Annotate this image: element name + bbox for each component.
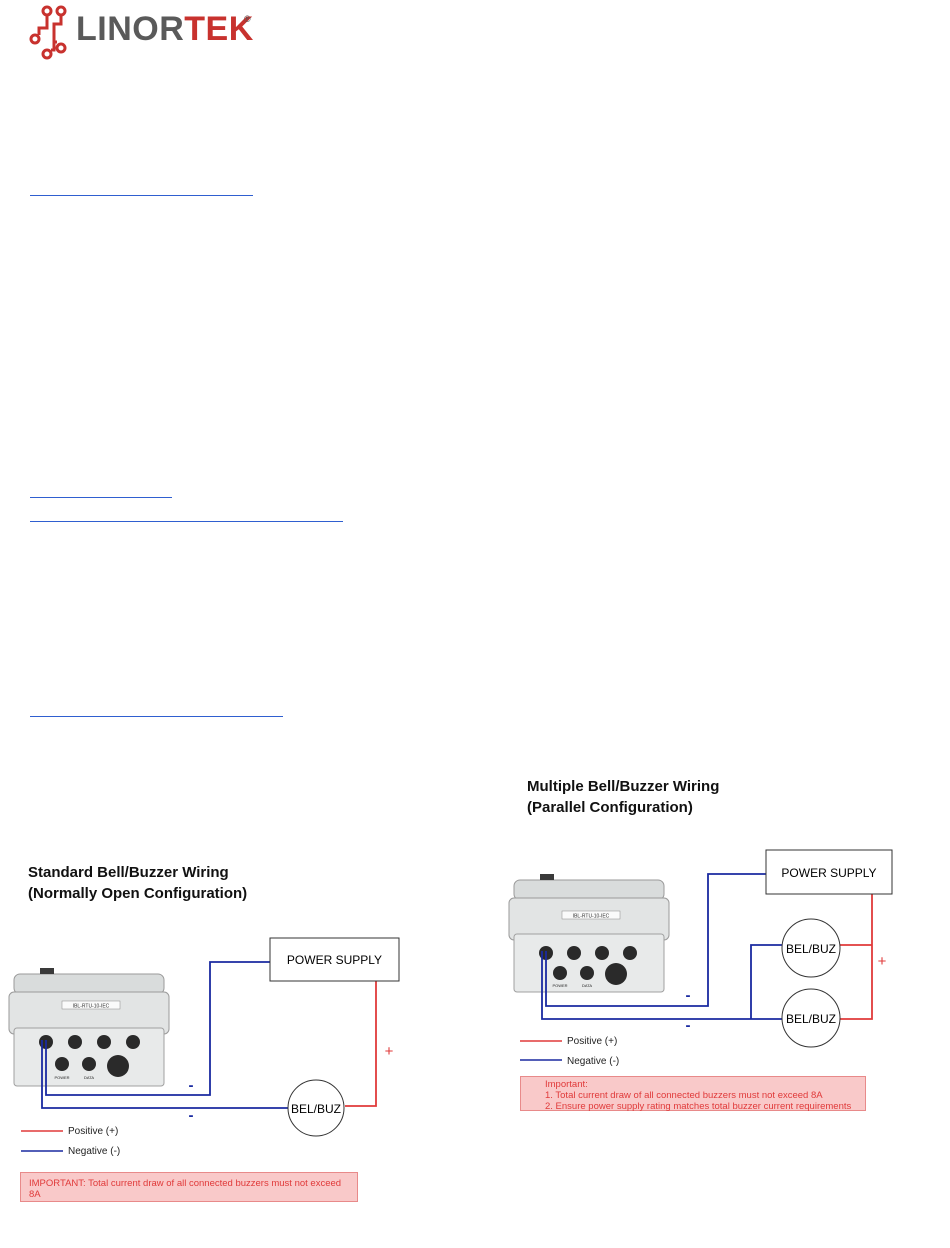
bell-buzzer-label: BEL/BUZ bbox=[291, 1102, 341, 1116]
bell-buzzer-circle-1 bbox=[781, 918, 841, 978]
parallel-wiring-diagram: IBL-RTU-10-IEC POWER DATA POWER SUPPLY B… bbox=[508, 849, 893, 1067]
hyperlink-1[interactable] bbox=[30, 195, 253, 196]
plus-sign-2: + bbox=[878, 953, 887, 970]
plus-sign: + bbox=[385, 1043, 394, 1060]
power-supply-box-2 bbox=[765, 849, 893, 895]
positive-wire bbox=[345, 980, 377, 1107]
power-supply-box bbox=[269, 937, 400, 982]
bell-buzzer-circle bbox=[287, 1079, 345, 1137]
standard-important-note: IMPORTANT: Total current draw of all con… bbox=[20, 1172, 358, 1202]
controller-enclosure: IBL-RTU-10-IEC POWER DATA bbox=[8, 968, 170, 1087]
standard-wiring-diagram: IBL-RTU-10-IEC POWER DATA POWER SUPPLY B… bbox=[8, 937, 400, 1157]
svg-text:DATA: DATA bbox=[84, 1075, 94, 1080]
negative-wire-bell-1 bbox=[750, 944, 782, 1019]
svg-text:POWER: POWER bbox=[552, 983, 567, 988]
logo-circuit-icon bbox=[29, 5, 67, 60]
registered-mark: ® bbox=[244, 14, 251, 24]
negative-wire-power-2 bbox=[545, 873, 766, 1007]
svg-text:DATA: DATA bbox=[582, 983, 592, 988]
logo-wordmark: LINORTEK bbox=[76, 10, 254, 48]
bell-buzzer-label-2: BEL/BUZ bbox=[786, 1012, 836, 1026]
svg-text:IBL-RTU-10-IEC: IBL-RTU-10-IEC bbox=[573, 914, 610, 920]
negative-wire-bells bbox=[541, 951, 782, 1020]
hyperlink-4[interactable] bbox=[30, 716, 283, 717]
svg-text:POWER: POWER bbox=[54, 1075, 69, 1080]
minus-sign-2: - bbox=[189, 1107, 194, 1124]
hyperlink-3[interactable] bbox=[30, 521, 343, 522]
linortek-logo: LINORTEK ® bbox=[28, 4, 258, 62]
parallel-wiring-title: Multiple Bell/Buzzer Wiring (Parallel Co… bbox=[527, 778, 720, 816]
negative-wire-power bbox=[45, 961, 271, 1096]
minus-sign-3: - bbox=[686, 987, 691, 1004]
legend-negative-label: Negative (-) bbox=[68, 1146, 120, 1157]
bell-buzzer-circle-2 bbox=[781, 988, 841, 1048]
standard-wiring-title: Standard Bell/Buzzer Wiring (Normally Op… bbox=[28, 864, 248, 902]
controller-enclosure-2: IBL-RTU-10-IEC POWER DATA bbox=[508, 874, 670, 993]
legend-negative-label-2: Negative (-) bbox=[567, 1056, 619, 1067]
power-supply-label: POWER SUPPLY bbox=[287, 953, 382, 967]
parallel-important-note: Important: 1. Total current draw of all … bbox=[520, 1076, 866, 1112]
negative-wire-bell bbox=[41, 1040, 288, 1109]
power-supply-label-2: POWER SUPPLY bbox=[781, 866, 876, 880]
hyperlink-2[interactable] bbox=[30, 497, 172, 498]
positive-wire-2 bbox=[840, 894, 873, 1020]
bell-buzzer-label-1: BEL/BUZ bbox=[786, 942, 836, 956]
legend-positive-label: Positive (+) bbox=[68, 1126, 118, 1137]
svg-text:IBL-RTU-10-IEC: IBL-RTU-10-IEC bbox=[73, 1004, 110, 1010]
legend-positive-label-2: Positive (+) bbox=[567, 1036, 617, 1047]
minus-sign-1: - bbox=[189, 1077, 194, 1094]
minus-sign-4: - bbox=[686, 1017, 691, 1034]
